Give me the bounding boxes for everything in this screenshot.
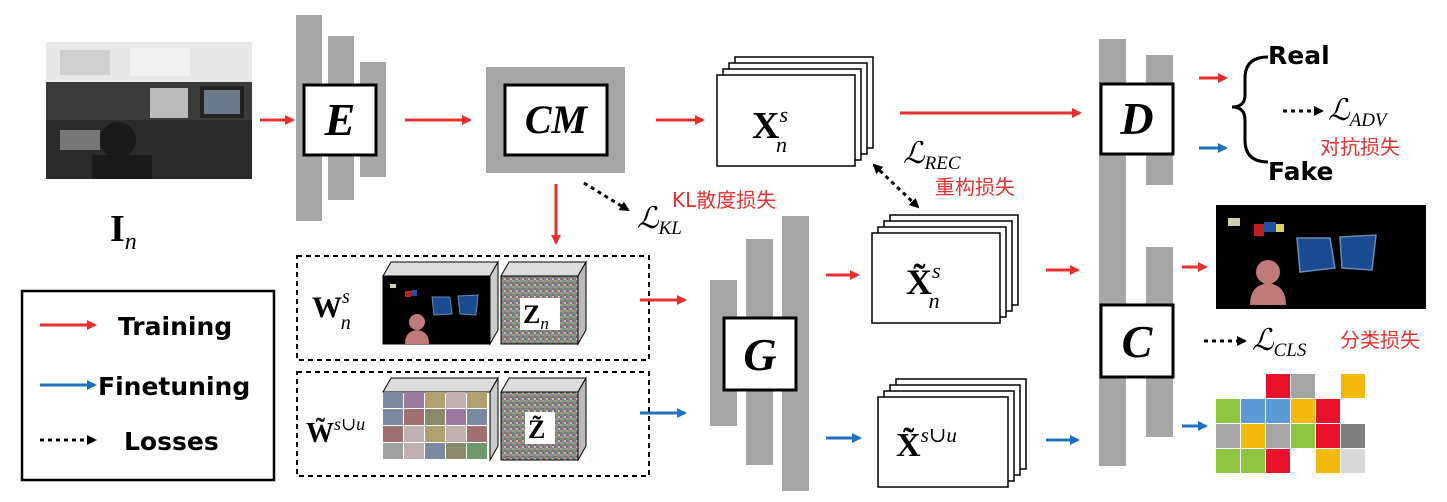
adv-loss-cn: 对抗损失 [1320, 135, 1400, 159]
grid-cell [1341, 449, 1365, 473]
legend-losses-label: Losses [124, 427, 219, 456]
fake-label: Fake [1268, 157, 1333, 186]
grid-cell [1316, 449, 1340, 473]
grid-cell [446, 392, 466, 408]
grid-cell [383, 443, 403, 459]
rec-loss-arrow [872, 163, 920, 209]
grid-cell [1341, 424, 1365, 448]
grid-cell [1241, 424, 1265, 448]
encoder-label: E [324, 94, 356, 145]
input-label: In [110, 208, 137, 255]
grid-cell [1216, 449, 1240, 473]
xsu-tilde-stack: X̃s∪u [877, 378, 1027, 488]
z-seen-label: Zn [523, 300, 549, 333]
generator-label: G [743, 329, 776, 380]
rec-loss-label: ℒREC [903, 137, 961, 174]
generator-block: G [710, 216, 809, 491]
adv-loss-label: ℒADV [1328, 94, 1389, 131]
grid-cell [1241, 449, 1265, 473]
grid-cell [383, 409, 403, 425]
grid-cell [383, 426, 403, 442]
grid-cell [404, 443, 424, 459]
discriminator-box [1099, 82, 1175, 156]
grid-cell [425, 426, 445, 442]
input-photo [46, 42, 252, 179]
legend: Training Finetuning Losses [20, 289, 276, 482]
grid-cell [446, 443, 466, 459]
encoder-box [302, 83, 378, 157]
w-all-label: W̃s∪u [306, 414, 365, 449]
grid-cell [425, 443, 445, 459]
grid-cell [1216, 374, 1240, 398]
cm-label: CM [525, 97, 589, 142]
kl-loss-label: ℒKL [637, 202, 682, 239]
grid-cell [1266, 424, 1290, 448]
flow-arrows [260, 73, 1228, 445]
xsu-tilde-label: X̃s∪u [896, 423, 957, 464]
discriminator-classifier-block: D C [1099, 39, 1175, 466]
grid-cell [425, 409, 445, 425]
grid-cell [1291, 424, 1315, 448]
grid-cell [467, 409, 487, 425]
grid-cell [1216, 424, 1240, 448]
grid-cell [404, 392, 424, 408]
all-inputs-box: W̃s∪u Z̃ [296, 371, 650, 477]
z-all-label: Z̃ [528, 415, 545, 444]
grid-cell [1291, 374, 1315, 398]
grid-cell [1266, 399, 1290, 423]
class-grid-output [1216, 374, 1365, 473]
generator-box [722, 316, 798, 392]
grid-cell [1266, 449, 1290, 473]
discriminator-label: D [1119, 93, 1153, 144]
real-label: Real [1268, 41, 1330, 70]
grid-cell [1291, 399, 1315, 423]
grid-cell [383, 392, 403, 408]
grid-cell [425, 392, 445, 408]
legend-finetuning-label: Finetuning [98, 372, 250, 401]
grid-cell [446, 409, 466, 425]
w-all-grid [383, 392, 487, 459]
rec-loss-cn: 重构损失 [935, 175, 1015, 199]
legend-training-label: Training [118, 312, 232, 341]
cm-block: CM [486, 67, 625, 173]
classifier-label: C [1122, 316, 1154, 367]
real-fake-brace [1231, 55, 1269, 164]
grid-cell [404, 426, 424, 442]
segmentation-output [1216, 205, 1426, 309]
cm-box [503, 83, 609, 157]
grid-cell [1216, 399, 1240, 423]
cls-loss-cn: 分类损失 [1340, 328, 1420, 352]
grid-cell [1341, 399, 1365, 423]
classifier-box [1099, 303, 1175, 379]
grid-cell [1316, 374, 1340, 398]
grid-cell [1316, 399, 1340, 423]
grid-cell [404, 409, 424, 425]
grid-cell [1291, 449, 1315, 473]
grid-cell [1241, 374, 1265, 398]
grid-cell [467, 443, 487, 459]
grid-cell [1316, 424, 1340, 448]
grid-cell [1266, 374, 1290, 398]
kl-loss-arrow [583, 181, 630, 212]
kl-loss-cn: KL散度损失 [672, 188, 776, 212]
encoder-block: E [296, 15, 386, 221]
grid-cell [1241, 399, 1265, 423]
cls-loss-label: ℒCLS [1252, 324, 1307, 361]
grid-cell [446, 426, 466, 442]
grid-cell [467, 392, 487, 408]
grid-cell [1341, 374, 1365, 398]
grid-cell [467, 426, 487, 442]
